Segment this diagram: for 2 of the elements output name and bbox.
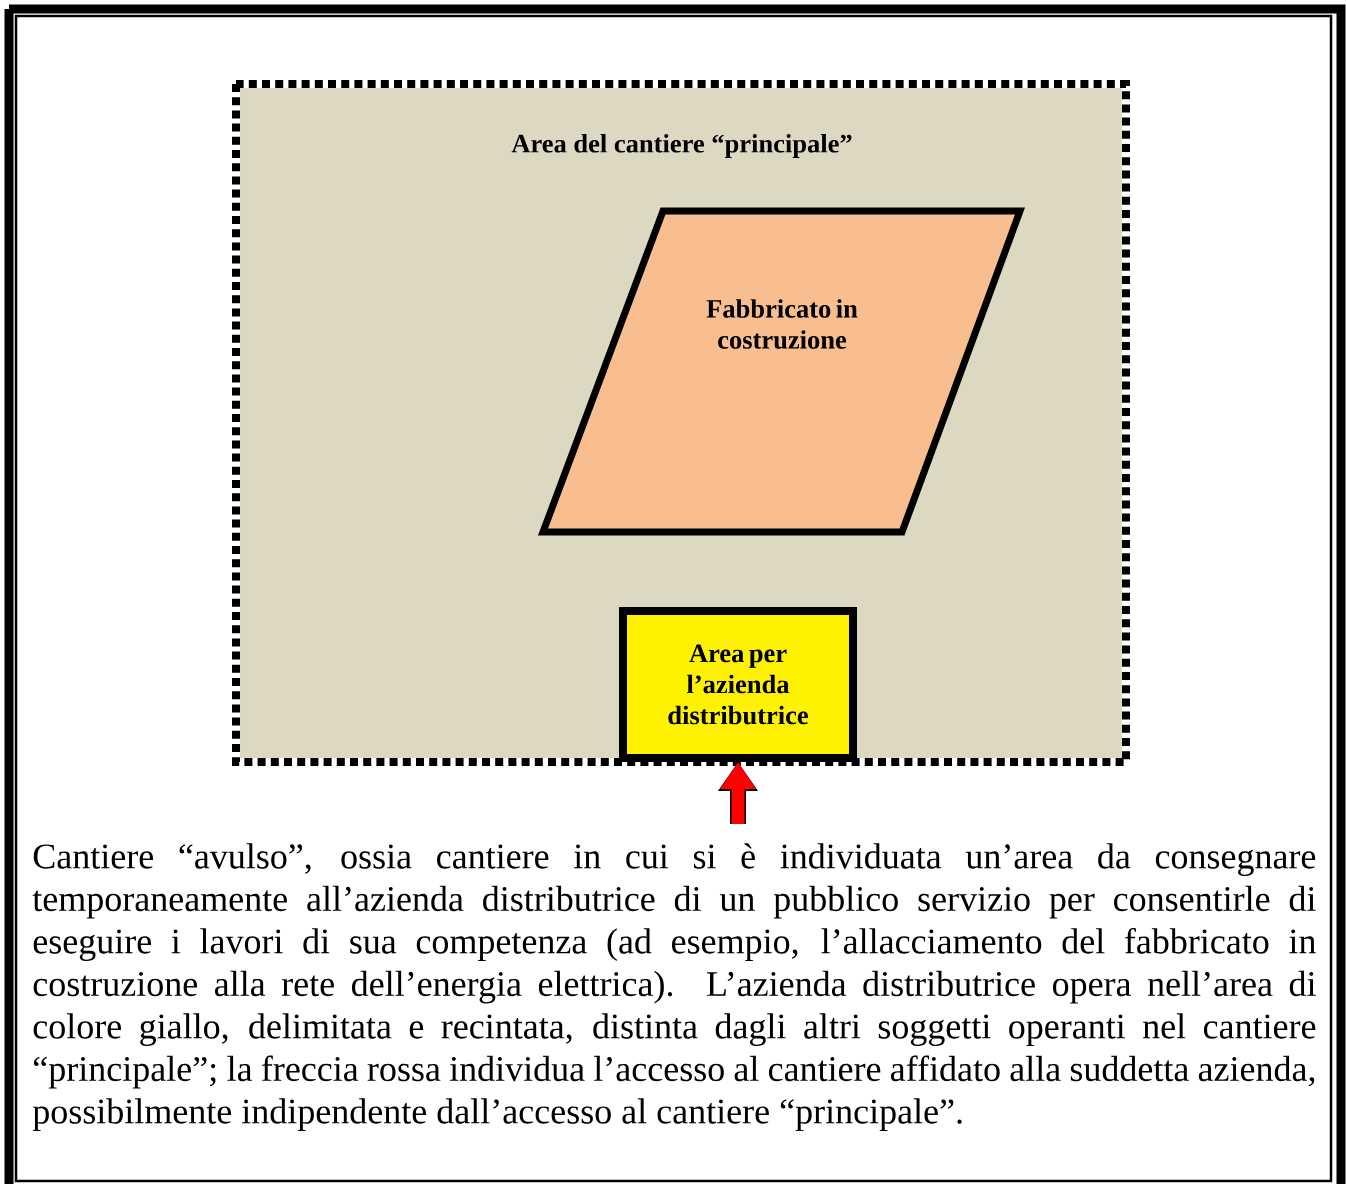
distributor-area-box: Area per l’azienda distributrice bbox=[619, 607, 857, 762]
caption-paragraph: Cantiere “avulso”, ossia cantiere in cui si è individuata un’area da consegnare temporaneamente all’azienda distributrice di un pubblico servizio per consentirle di eseguire i lavori di sua competenza (ad esempio, l’allacciamento del fabbricato in costruzione alla rete dell’energia elettrica). L’azienda distributrice opera nell’area di colore giallo, delimitata e recintata, distinta dagli altri soggetti operanti nel cantiere “principale”; la freccia rossa individua l’accesso al cantiere affidato alla suddetta azienda, possibilmente indipendente dall’accesso al cantiere “principale”. bbox=[32, 843, 1316, 1131]
